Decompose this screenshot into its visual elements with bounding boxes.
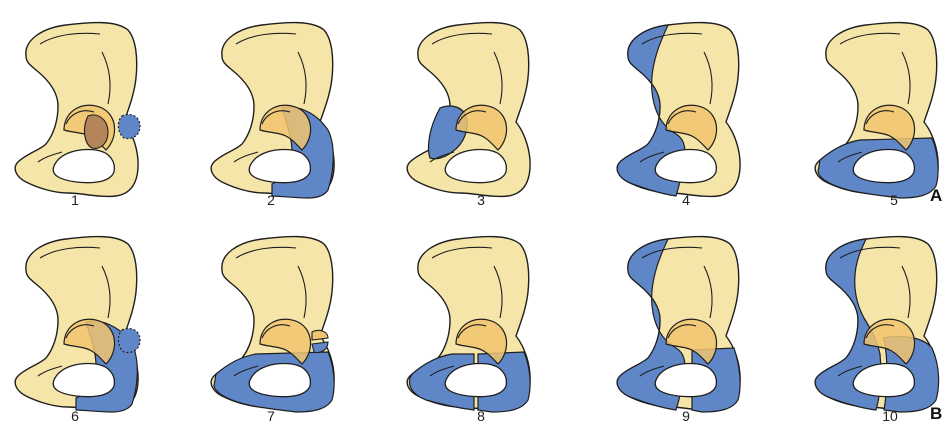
panel-4 <box>602 0 752 205</box>
panel-label-4: 4 <box>666 192 706 208</box>
panel-9 <box>602 214 752 419</box>
row-letter-b: B <box>930 404 942 424</box>
hip-bone-illustration <box>196 0 346 205</box>
panel-7 <box>196 214 346 419</box>
panel-2 <box>196 0 346 205</box>
hip-bone-illustration <box>602 214 752 419</box>
panel-label-7: 7 <box>251 408 291 424</box>
panel-1 <box>0 0 150 205</box>
panel-label-9: 9 <box>666 408 706 424</box>
posterior-wall-defect <box>85 115 108 148</box>
panel-label-1: 1 <box>55 192 95 208</box>
panel-5 <box>800 0 950 205</box>
panel-label-5: 5 <box>874 192 914 208</box>
panel-10 <box>800 214 950 419</box>
loose-fragment <box>118 114 140 138</box>
loose-fragment <box>118 328 140 352</box>
panel-6 <box>0 214 150 419</box>
panel-label-2: 2 <box>251 192 291 208</box>
panel-8 <box>392 214 542 419</box>
panel-label-8: 8 <box>461 408 501 424</box>
hip-bone-illustration <box>0 0 150 205</box>
panel-label-3: 3 <box>461 192 501 208</box>
panel-3 <box>392 0 542 205</box>
panel-label-6: 6 <box>55 408 95 424</box>
hip-bone-illustration <box>392 214 542 419</box>
hip-bone-illustration <box>800 214 950 419</box>
hip-bone-illustration <box>392 0 542 205</box>
hip-bone-illustration <box>602 0 752 205</box>
loose-fragment-upper <box>312 330 328 340</box>
hip-bone-illustration <box>800 0 950 205</box>
panel-label-10: 10 <box>870 408 910 424</box>
hip-bone-illustration <box>196 214 346 419</box>
row-letter-a: A <box>930 186 942 206</box>
hip-bone-illustration <box>0 214 150 419</box>
